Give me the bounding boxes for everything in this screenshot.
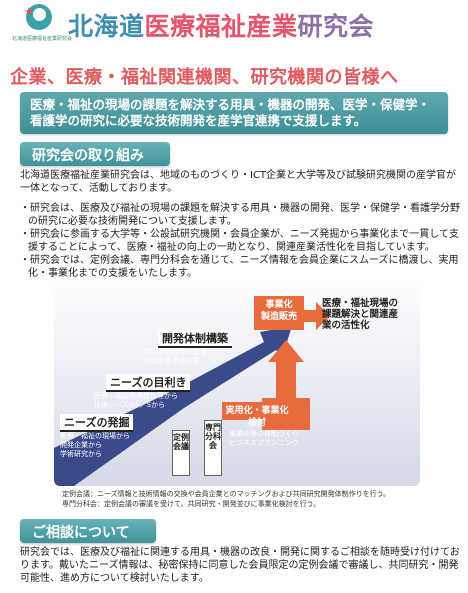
title-part-sangyo: 産業: [246, 12, 298, 41]
stage-discovery-items: 医療・福祉の現場から 開発企業から 学術研究から: [60, 432, 130, 459]
growth-arrow-shape: [54, 326, 292, 486]
page-title: 北海道医療福祉産業研究会: [68, 7, 374, 43]
stage-evaluation-title: ニーズの目利き: [106, 374, 191, 392]
stage-item: 開発企業から: [60, 441, 102, 449]
practical-use-box: 実用化・事業化検討: [222, 402, 292, 428]
logo: ★ 北海道医療福祉産業研究会: [12, 4, 72, 48]
goal-text: 医療・福祉現場の課題解決と関連産業の活性化: [322, 298, 399, 331]
mission-banner: 医療・福祉の現場の課題を解決する用具・機器の開発、医学・保健学・看護学の研究に必…: [20, 92, 448, 134]
process-diagram: 事業化 製造販売 医療・福祉現場の課題解決と関連産業の活性化 開発体制構築 共同…: [54, 280, 420, 486]
header: ★ 北海道医療福祉産業研究会 北海道医療福祉産業研究会: [0, 0, 468, 50]
commercialization-label: 事業化 製造販売: [260, 300, 297, 322]
commercialization-box: 事業化 製造販売: [254, 296, 304, 330]
section-heading-activities: 研究会の取り組み: [20, 142, 170, 166]
list-item: 研究会は、医療及び福祉の現場の課題を解決する用具・機器の開発、医学・保健学・看護…: [20, 203, 460, 228]
list-item: 研究会に参画する大学等・公設試研究機関・会員企業が、ニーズ発掘から事業化まで一貫…: [20, 229, 460, 254]
note-line: 専門分科会：定例会議の審議を受けて、共同研究・開発並びに事業化検討を行う。: [62, 500, 321, 508]
stage-item: 技術シーズのF／Sから: [94, 401, 166, 409]
title-part-hokkaido: 北海道: [68, 12, 145, 41]
logo-caption: 北海道医療福祉産業研究会: [12, 36, 73, 42]
note-line: 定例会議：ニーズ情報と技術情報の交換や会員企業とのマッチングおよび共同研究開発体…: [62, 490, 391, 498]
diagram-notes: 定例会議：ニーズ情報と技術情報の交換や会員企業とのマッチングおよび共同研究開発体…: [62, 489, 462, 509]
stage-development-title: 開発体制構築: [158, 330, 232, 348]
stage-discovery-title: ニーズの発掘: [60, 414, 134, 432]
logo-mark-icon: [26, 4, 52, 30]
stage-development-items: 共同研究開発の支援 補助金等申請支援: [144, 348, 207, 366]
stage-evaluation-items: 医療・福祉関連商社等から 技術シーズのF／Sから: [94, 392, 178, 410]
goal-arrow-shape: [300, 302, 330, 330]
practical-use-item: 事業化等の体制づくり: [229, 430, 299, 438]
stage-item: 共同研究開発の支援: [144, 348, 207, 356]
practical-use-item: ビジネスプランニング: [229, 439, 299, 447]
stage-item: 医療・福祉関連商社等から: [94, 392, 178, 400]
title-part-iryofukushi: 医療福祉: [144, 12, 247, 41]
intro-text: 北海道医療福祉産業研究会は、地域のものづくり・ICT企業と大学等及び試験研究機関…: [20, 170, 457, 194]
stage-item: 医療・福祉の現場から: [60, 432, 130, 440]
activity-list: 研究会は、医療及び福祉の現場の課題を解決する用具・機器の開発、医学・保健学・看護…: [20, 203, 460, 281]
consultation-text: 研究会では、医療及び福祉に関連する用具・機器の改良・開発に関するご相談を随時受け…: [20, 547, 460, 584]
stage-item: 学術研究から: [60, 450, 102, 458]
title-part-kenkyukai: 研究会: [297, 12, 375, 41]
meeting-subcommittee-label: 専門分科会: [204, 420, 222, 476]
subtitle: 企業、医療・福祉関連機関、研究機関の皆様へ: [10, 67, 399, 88]
meeting-regular-label: 定例会議: [172, 430, 190, 476]
star-icon: ★: [24, 5, 34, 18]
practical-use-items: 事業化等の体制づくり ビジネスプランニング: [229, 430, 299, 448]
stage-item: 補助金等申請支援: [144, 357, 200, 365]
section-heading-consultation: ご相談について: [20, 519, 156, 543]
list-item: 研究会では、定例会議、専門分科会を通じて、ニーズ情報を会員企業にスムーズに橋渡し…: [20, 255, 460, 280]
